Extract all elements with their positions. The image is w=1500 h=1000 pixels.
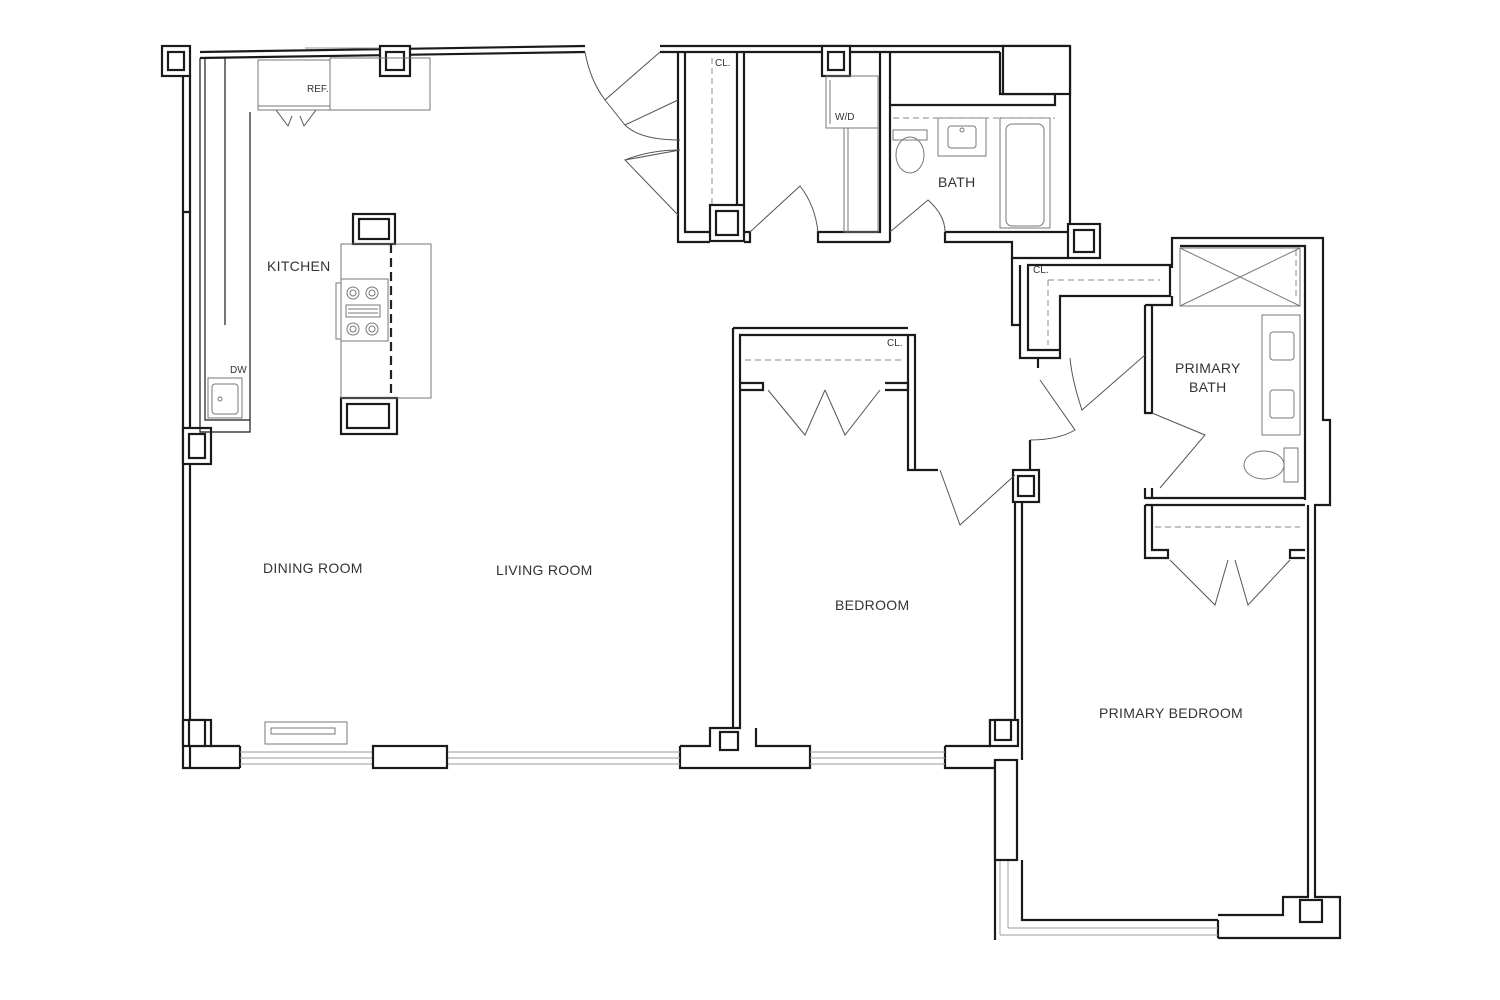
room-labels: KITCHEN DINING ROOM LIVING ROOM BATH BED… [263,174,1243,721]
label-closet-bedroom: CL. [887,338,903,349]
doors [584,51,1291,606]
label-washer-dryer: W/D [835,112,854,123]
interior-walls [199,52,1305,560]
label-primary-bath-line2: BATH [1189,379,1227,395]
windows [240,47,1218,936]
label-kitchen: KITCHEN [267,258,331,274]
fixture-labels: REF. DW W/D CL. CL. CL. [230,58,1049,376]
label-refrigerator: REF. [307,84,329,95]
label-closet-hall: CL. [1033,265,1049,276]
label-living-room: LIVING ROOM [496,562,593,578]
label-primary-bedroom: PRIMARY BEDROOM [1099,705,1243,721]
label-bath: BATH [938,174,976,190]
label-bedroom: BEDROOM [835,597,909,613]
structural-columns [160,44,1324,924]
exterior-walls [181,44,1342,940]
closet-rods [711,58,1300,528]
label-dishwasher: DW [230,365,247,376]
label-primary-bath-line1: PRIMARY [1175,360,1241,376]
label-closet-entry: CL. [715,58,731,69]
fixtures [207,57,1301,745]
label-dining-room: DINING ROOM [263,560,363,576]
